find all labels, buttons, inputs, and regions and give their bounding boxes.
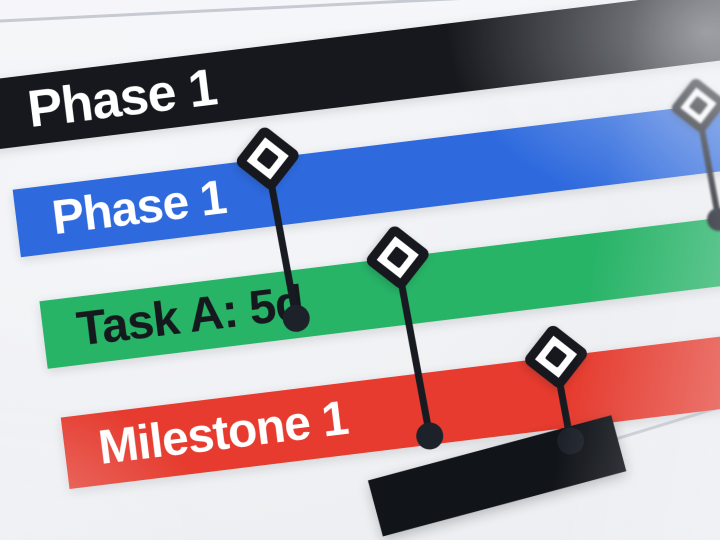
bar-label-phase1: Phase 1 <box>49 171 229 245</box>
milestone-diamond-core-icon <box>544 345 568 368</box>
bar-label-task-a: Task A: 5d <box>74 276 307 357</box>
milestone-diamond-core-icon <box>256 147 279 170</box>
milestone-diamond-core-icon <box>386 246 409 269</box>
bar-label-milestone1: Milestone 1 <box>95 391 351 475</box>
milestone-diamond-core-icon <box>688 95 709 116</box>
bar-label-phase1-header: Phase 1 <box>24 58 220 140</box>
